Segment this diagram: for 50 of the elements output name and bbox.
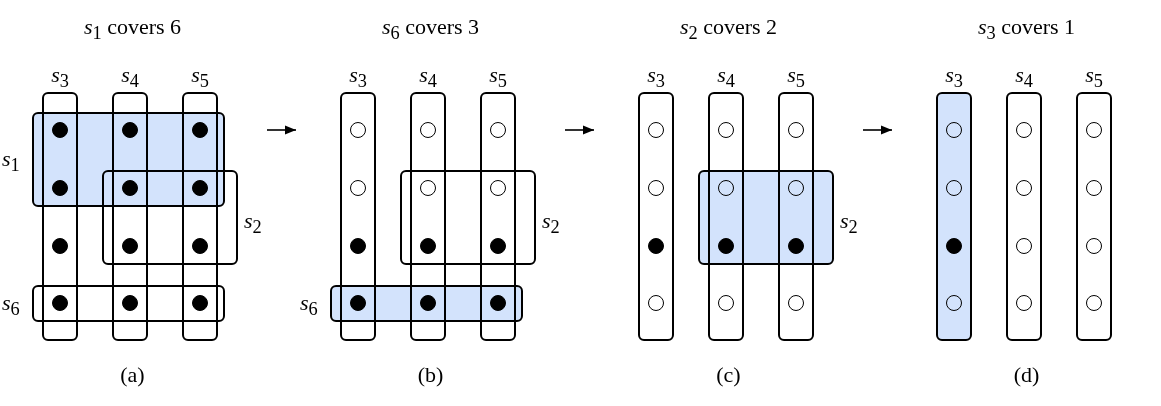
set-box bbox=[102, 170, 238, 265]
set-label: s$_{2}$ bbox=[840, 207, 858, 239]
set-label: s$_{3}$ bbox=[646, 62, 666, 94]
selected-set-box bbox=[936, 92, 972, 341]
set-box bbox=[112, 92, 148, 341]
set-label: s$_{3}$ bbox=[50, 62, 70, 94]
filled-dot bbox=[52, 295, 68, 311]
set-label: s$_{5}$ bbox=[1084, 62, 1104, 94]
filled-dot bbox=[946, 238, 962, 254]
filled-dot bbox=[122, 238, 138, 254]
set-box bbox=[32, 285, 225, 322]
panel-title: s$_{3}$ covers 1 bbox=[976, 14, 1077, 46]
set-label: s$_{4}$ bbox=[716, 62, 736, 94]
set-box bbox=[182, 92, 218, 341]
panel-caption: (c) bbox=[715, 362, 742, 388]
panel-caption: (d) bbox=[1012, 362, 1041, 388]
set-label: s$_{6}$ bbox=[300, 289, 318, 321]
panel-title: s$_{2}$ covers 2 bbox=[678, 14, 779, 46]
set-label: s$_{5}$ bbox=[190, 62, 210, 94]
panel-title: s$_{6}$ covers 3 bbox=[380, 14, 481, 46]
set-box bbox=[1006, 92, 1042, 341]
filled-dot bbox=[420, 238, 436, 254]
set-label: s$_{4}$ bbox=[418, 62, 438, 94]
arrow bbox=[564, 125, 595, 135]
arrow bbox=[862, 125, 893, 135]
arrow bbox=[266, 125, 297, 135]
set-label: s$_{5}$ bbox=[488, 62, 508, 94]
panel-title: s$_{1}$ covers 6 bbox=[82, 14, 183, 46]
panel-caption: (a) bbox=[119, 362, 146, 388]
filled-dot bbox=[648, 238, 664, 254]
set-box bbox=[1076, 92, 1112, 341]
set-label: s$_{2}$ bbox=[244, 207, 262, 239]
set-label: s$_{2}$ bbox=[542, 207, 560, 239]
filled-dot bbox=[122, 295, 138, 311]
set-label: s$_{3}$ bbox=[348, 62, 368, 94]
set-label: s$_{4}$ bbox=[1014, 62, 1034, 94]
filled-dot bbox=[192, 295, 208, 311]
panel-caption: (b) bbox=[416, 362, 445, 388]
set-label: s$_{3}$ bbox=[944, 62, 964, 94]
set-label: s$_{1}$ bbox=[2, 145, 20, 177]
set-box bbox=[638, 92, 674, 341]
filled-dot bbox=[52, 238, 68, 254]
filled-dot bbox=[490, 238, 506, 254]
filled-dot bbox=[350, 238, 366, 254]
set-label: s$_{4}$ bbox=[120, 62, 140, 94]
filled-dot bbox=[192, 238, 208, 254]
set-label: s$_{5}$ bbox=[786, 62, 806, 94]
set-box bbox=[400, 170, 536, 265]
selected-set-box bbox=[698, 170, 834, 265]
set-label: s$_{6}$ bbox=[2, 289, 20, 321]
